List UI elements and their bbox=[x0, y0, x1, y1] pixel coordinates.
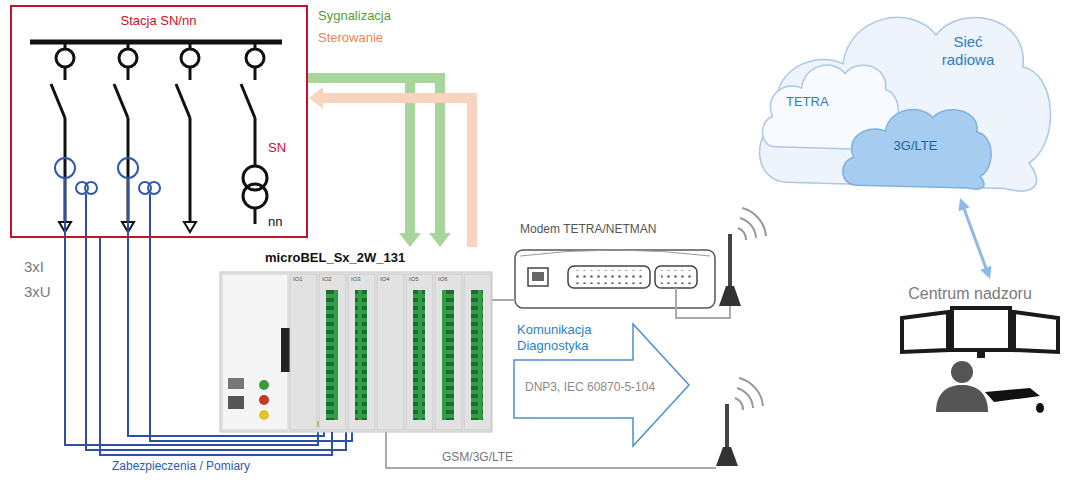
control-center-name: Centrum nadzoru bbox=[880, 284, 1060, 303]
voltage-label: 3xU bbox=[24, 283, 51, 301]
device-box: microBEL_Sx_2W_131 bbox=[220, 248, 492, 432]
data-cable bbox=[492, 300, 515, 301]
voltage-level: SN bbox=[268, 140, 286, 156]
connector-label: Sygnalizacja bbox=[318, 8, 391, 24]
module-label: IO4 bbox=[380, 276, 390, 283]
current-label: 3xI bbox=[24, 258, 44, 276]
current-transformers bbox=[55, 158, 160, 194]
module-label: IO5 bbox=[409, 276, 419, 283]
control-center-box: Centrum nadzoru bbox=[880, 282, 1063, 417]
module-label: IO1 bbox=[293, 276, 303, 283]
modem-box: Modem TETRA/NETMAN bbox=[515, 220, 715, 312]
measurement-wires bbox=[65, 178, 352, 450]
measurement-wire bbox=[100, 238, 332, 455]
antenna bbox=[719, 208, 766, 306]
protocol-list: DNP3, IEC 60870-5-104 bbox=[525, 380, 655, 394]
antenna bbox=[716, 378, 763, 466]
module-label: IO2 bbox=[322, 276, 332, 283]
modem-name: Modem TETRA/NETMAN bbox=[520, 222, 656, 236]
station-box: Stacja SN/nn bbox=[10, 5, 308, 238]
gsm-line bbox=[386, 432, 716, 468]
connector-label: Zabezpieczenia / Pomiary bbox=[110, 459, 252, 473]
arrow-heading: Komunikacja Diagnostyka bbox=[517, 322, 609, 354]
switchgear-drawing bbox=[30, 42, 282, 232]
modem-device bbox=[515, 250, 715, 308]
network-name: TETRA bbox=[786, 94, 829, 110]
cloud-title: Sieć radiowa bbox=[928, 33, 1008, 69]
device-name: microBEL_Sx_2W_131 bbox=[265, 250, 405, 266]
operator-icon bbox=[902, 308, 1058, 413]
connector-label: Sterowanie bbox=[318, 30, 383, 46]
signal-arrow bbox=[308, 78, 421, 247]
module-label: IO3 bbox=[351, 276, 361, 283]
network-name: 3G/LTE bbox=[838, 138, 993, 154]
link-label: GSM/3G/LTE bbox=[440, 450, 515, 464]
microbel-device bbox=[220, 272, 492, 432]
voltage-level: nn bbox=[268, 214, 282, 230]
module-label: IO6 bbox=[438, 276, 448, 283]
lte-cloud: 3G/LTE bbox=[838, 103, 996, 191]
station-title: Stacja SN/nn bbox=[12, 13, 305, 29]
signal-arrow bbox=[308, 78, 451, 247]
communication-arrow: Komunikacja DiagnostykaDNP3, IEC 60870-5… bbox=[513, 322, 691, 448]
radio-network-cloud: Sieć radiowaTETRA 3G/LTE bbox=[750, 3, 1060, 195]
control-arrow bbox=[309, 87, 472, 247]
link-arrow bbox=[959, 198, 992, 279]
